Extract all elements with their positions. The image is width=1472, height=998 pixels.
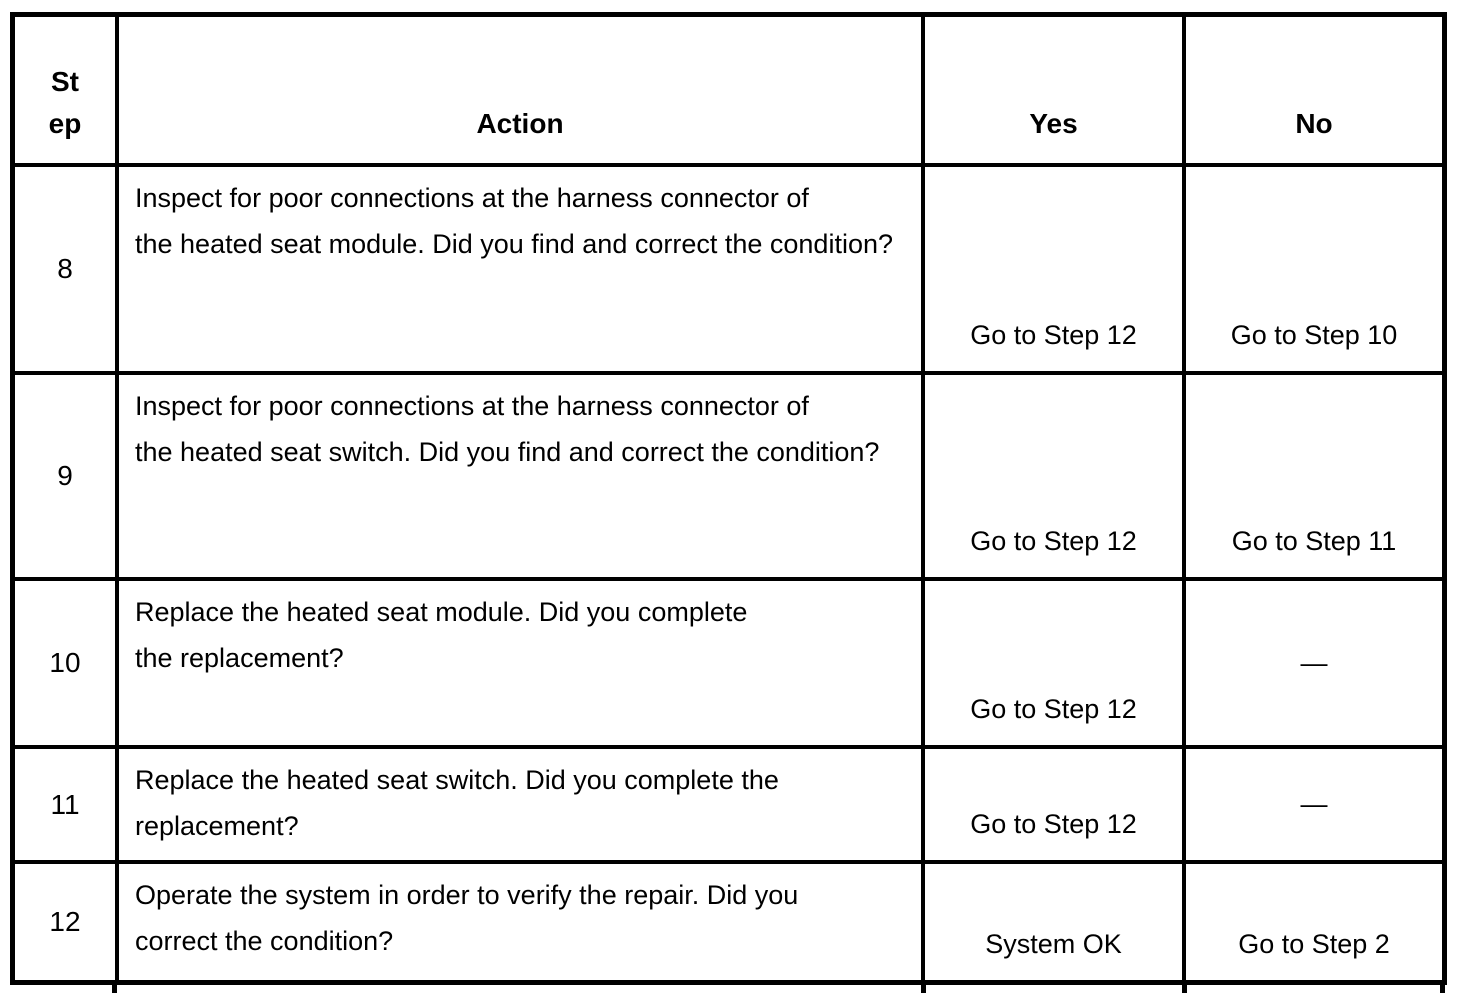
- action-text: Replace the heated seat switch. Did you …: [119, 749, 921, 860]
- yes-cell: Go to Step 12: [925, 581, 1182, 745]
- step-number: 12: [15, 864, 115, 980]
- action-text: Inspect for poor connections at the harn…: [119, 375, 921, 577]
- yes-cell: Go to Step 12: [925, 375, 1182, 577]
- table-rule-stub: [1182, 983, 1187, 993]
- action-text: Replace the heated seat module. Did you …: [119, 581, 921, 745]
- yes-cell: Go to Step 12: [925, 167, 1182, 371]
- no-cell: Go to Step 10: [1186, 167, 1442, 371]
- no-cell-dash: —: [1186, 581, 1442, 745]
- yes-cell: System OK: [925, 864, 1182, 980]
- column-header-action: Action: [119, 17, 921, 163]
- table-rule-stub: [1440, 983, 1445, 993]
- action-text: Operate the system in order to verify th…: [119, 864, 921, 980]
- table-rule-stub: [112, 983, 117, 993]
- column-header-yes: Yes: [925, 17, 1182, 163]
- no-cell-dash: —: [1186, 749, 1442, 860]
- no-cell: Go to Step 2: [1186, 864, 1442, 980]
- step-number: 8: [15, 167, 115, 371]
- step-number: 11: [15, 749, 115, 860]
- column-header-step: St ep: [15, 17, 115, 163]
- step-number: 9: [15, 375, 115, 577]
- no-cell: Go to Step 11: [1186, 375, 1442, 577]
- table-rule-stub: [921, 983, 926, 993]
- column-header-no: No: [1186, 17, 1442, 163]
- step-number: 10: [15, 581, 115, 745]
- diagnostic-table: St ep Action Yes No 8 Inspect for poor c…: [10, 12, 1447, 985]
- yes-cell: Go to Step 12: [925, 749, 1182, 860]
- action-text: Inspect for poor connections at the harn…: [119, 167, 921, 371]
